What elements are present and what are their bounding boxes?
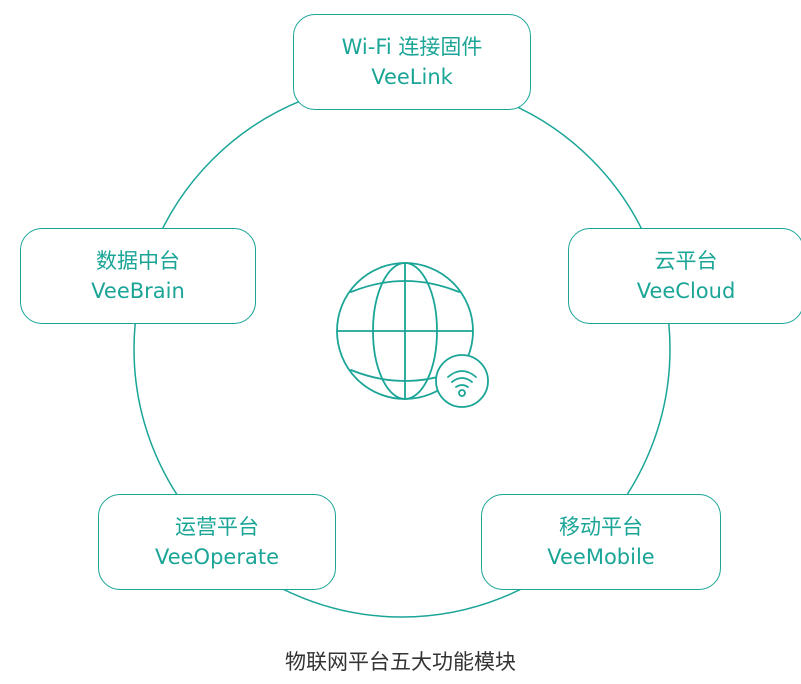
globe-parallel-top: [350, 280, 460, 293]
module-veeoperate-en: VeeOperate: [154, 545, 279, 569]
module-veemobile-en: VeeMobile: [547, 545, 655, 569]
diagram-caption: 物联网平台五大功能模块: [285, 650, 516, 674]
module-veelink-cn: Wi-Fi 连接固件: [341, 35, 483, 59]
module-veecloud-cn: 云平台: [654, 249, 718, 273]
module-veebrain-en: VeeBrain: [91, 279, 185, 303]
module-veebrain-cn: 数据中台: [96, 249, 180, 273]
module-veeoperate: 运营平台 VeeOperate: [98, 494, 336, 590]
module-veemobile: 移动平台 VeeMobile: [481, 494, 721, 590]
module-veelink: Wi-Fi 连接固件 VeeLink: [293, 14, 531, 110]
module-veecloud: 云平台 VeeCloud: [568, 228, 801, 324]
module-veecloud-en: VeeCloud: [636, 279, 736, 303]
module-veeoperate-cn: 运营平台: [175, 515, 259, 539]
module-veelink-en: VeeLink: [371, 65, 453, 89]
wifi-badge: [435, 354, 489, 408]
wifi-icon: [447, 370, 477, 397]
module-veemobile-cn: 移动平台: [559, 515, 643, 539]
module-veebrain: 数据中台 VeeBrain: [20, 228, 256, 324]
